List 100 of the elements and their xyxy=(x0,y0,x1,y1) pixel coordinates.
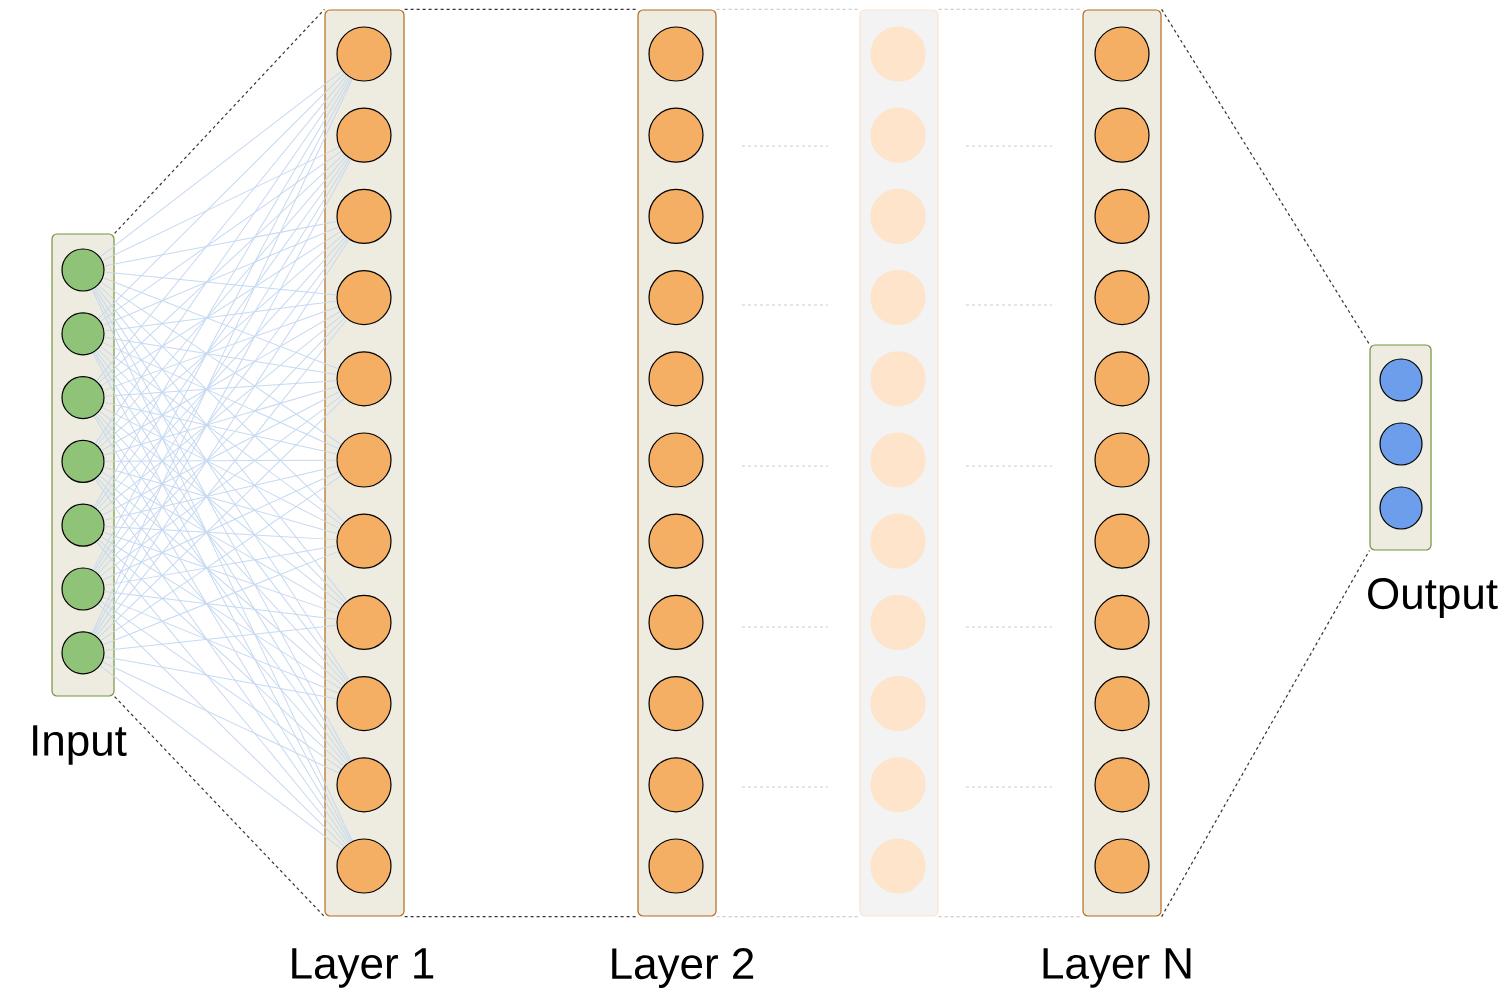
neuron-circle xyxy=(336,838,392,894)
connection-line xyxy=(100,281,342,446)
neuron-circle xyxy=(61,567,105,611)
neuron-circle xyxy=(870,432,926,488)
connection-line xyxy=(100,475,342,642)
connection-line xyxy=(94,287,350,681)
connection-line xyxy=(100,536,342,690)
connection-line xyxy=(100,230,342,387)
connection-line xyxy=(97,236,346,510)
connection-line xyxy=(103,300,338,332)
neuron-circle xyxy=(870,513,926,569)
connection-line xyxy=(102,342,340,450)
connection-line xyxy=(98,475,344,687)
neuron-circle xyxy=(870,594,926,650)
connection-line xyxy=(97,413,346,684)
connection-line xyxy=(103,336,338,375)
connection-line xyxy=(100,600,342,770)
connection-line xyxy=(103,656,338,700)
neuron-circle xyxy=(1094,188,1150,244)
connection-line xyxy=(103,386,339,456)
connection-line xyxy=(103,401,338,455)
envelope-line xyxy=(114,696,325,918)
connection-line xyxy=(96,155,347,446)
neuron-circle xyxy=(870,351,926,407)
neuron-circle xyxy=(1094,270,1150,326)
neuron-circle xyxy=(870,757,926,813)
connection-line xyxy=(96,74,348,382)
neuron-circle xyxy=(336,188,392,244)
neuron-circle xyxy=(1379,422,1423,466)
neuron-circle xyxy=(648,26,704,82)
connection-line xyxy=(101,471,341,610)
neuron-circle xyxy=(336,432,392,488)
neuron-circle xyxy=(648,676,704,732)
neuron-circle xyxy=(648,351,704,407)
envelope-line xyxy=(716,8,860,10)
neuron-circle xyxy=(870,676,926,732)
connection-line xyxy=(94,76,349,445)
connection-line xyxy=(102,277,339,370)
neuron-circle xyxy=(648,513,704,569)
connection-line xyxy=(103,466,338,535)
neuron-circle xyxy=(1094,594,1150,650)
connection-line xyxy=(102,550,339,646)
connection-line xyxy=(95,237,348,573)
connection-line xyxy=(97,397,345,639)
envelope-line xyxy=(1161,8,1370,345)
node-label: Layer 2 xyxy=(612,948,754,988)
neuron-circle xyxy=(1094,351,1150,407)
neuron-circle xyxy=(336,26,392,82)
connection-line xyxy=(102,661,340,774)
neuron-circle xyxy=(870,188,926,244)
connection-line xyxy=(98,153,345,384)
connection-line xyxy=(102,226,340,326)
connection-line xyxy=(99,314,344,513)
connection-line xyxy=(97,316,346,574)
connection-line xyxy=(99,410,343,606)
neuron-circle xyxy=(648,757,704,813)
envelope-line xyxy=(404,916,638,918)
connection-line xyxy=(104,271,338,296)
connection-line xyxy=(103,591,338,620)
neuron-circle xyxy=(648,270,704,326)
neuron-circle xyxy=(870,270,926,326)
connection-line xyxy=(98,539,345,767)
connection-line xyxy=(94,478,349,844)
connection-line xyxy=(95,350,348,683)
connection-line xyxy=(97,603,345,848)
connection-line xyxy=(104,525,337,541)
connection-line xyxy=(104,380,337,397)
connection-line xyxy=(95,286,348,602)
neuron-circle xyxy=(336,676,392,732)
connection-line xyxy=(99,394,343,577)
node-label: Input xyxy=(33,725,127,765)
neuron-circle xyxy=(870,838,926,894)
connection-line xyxy=(95,414,349,763)
neuron-circle xyxy=(336,270,392,326)
connection-line xyxy=(102,596,339,694)
connection-line xyxy=(97,348,346,604)
neuron-circle xyxy=(870,107,926,163)
neuron-circle xyxy=(1094,757,1150,813)
neuron-circle xyxy=(61,248,105,292)
connection-line xyxy=(95,157,349,509)
node-label: Output xyxy=(1368,578,1498,618)
neuron-circle xyxy=(648,838,704,894)
connection-line xyxy=(98,284,345,523)
neuron-circle xyxy=(61,631,105,675)
connection-line xyxy=(98,234,344,448)
connection-line xyxy=(102,146,340,262)
connection-line xyxy=(103,221,338,267)
neuron-circle xyxy=(648,594,704,650)
envelope-line xyxy=(1161,550,1370,918)
neuron-circle xyxy=(336,757,392,813)
connection-line xyxy=(99,665,343,850)
connection-line xyxy=(94,239,350,636)
neuron-circle xyxy=(1379,486,1423,530)
node-label: Layer 1 xyxy=(292,948,434,988)
connection-line xyxy=(96,477,347,765)
neuron-circle xyxy=(1379,358,1423,402)
neuron-circle xyxy=(61,439,105,483)
connection-line xyxy=(95,318,348,637)
connection-line xyxy=(97,72,345,320)
neuron-circle xyxy=(336,513,392,569)
